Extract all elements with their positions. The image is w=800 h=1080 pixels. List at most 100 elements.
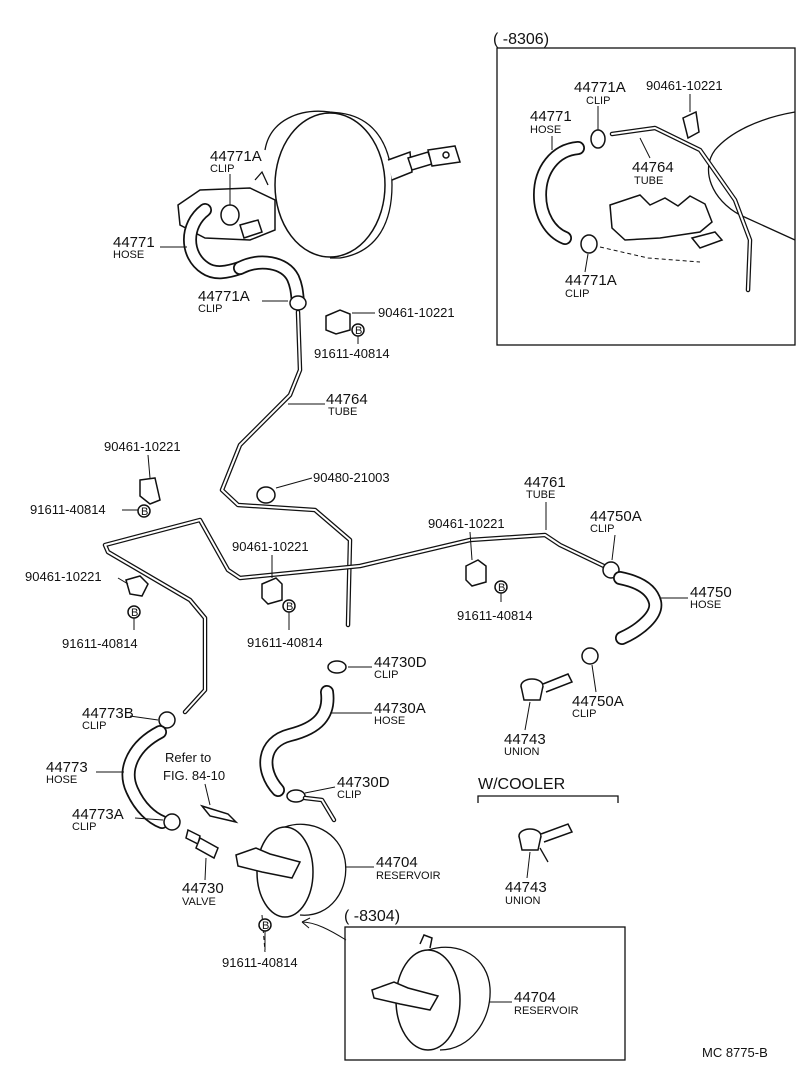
hose-44730a-num: 44730A	[374, 700, 426, 717]
svg-text:B: B	[131, 607, 138, 619]
bolt-marker-mid-center: B	[282, 599, 296, 613]
fitting-refer	[199, 804, 239, 824]
inset-44771-num: 44771	[530, 108, 572, 125]
bolt-marker-mid-right: B	[494, 580, 508, 594]
booster-rear-face	[274, 112, 386, 258]
union-44743-num: 44743	[504, 731, 546, 748]
inset-44771-sub: HOSE	[530, 124, 561, 136]
clip-44773a-sub: CLIP	[72, 821, 96, 833]
refer-to-line1: Refer to	[165, 750, 211, 765]
bolt-marker-bottom: B	[258, 918, 272, 932]
clip-44773b-sub: CLIP	[82, 720, 106, 732]
mid-91611-right-label: 91611-40814	[457, 608, 533, 623]
booster-44771-num: 44771	[113, 234, 155, 251]
clip-44730d-top	[327, 660, 347, 674]
lower-91611-label: 91611-40814	[62, 636, 138, 651]
union-44743-sub: UNION	[504, 746, 540, 758]
inset-44704-num: 44704	[514, 989, 556, 1006]
hose-44773-sub: HOSE	[46, 774, 77, 786]
inset-44771a-top-sub: CLIP	[586, 95, 610, 107]
tube-44761-sub: TUBE	[526, 489, 555, 501]
booster-clip-44771a	[220, 204, 240, 226]
clip-44773a	[163, 813, 181, 831]
clip-44730d-top-sub: CLIP	[374, 669, 398, 681]
wcooler-label: W/COOLER	[478, 776, 565, 793]
union-44743	[520, 673, 574, 701]
svg-text:B: B	[262, 920, 269, 932]
reservoir-44704	[235, 823, 347, 953]
wcooler-bracket-line	[477, 795, 619, 803]
inset-frame-top	[496, 47, 796, 346]
inset-44771a-bot-sub: CLIP	[565, 288, 589, 300]
svg-text:B: B	[498, 582, 505, 594]
booster-44771a-sub: CLIP	[210, 163, 234, 175]
bracket-90461-mid-center	[261, 577, 283, 605]
svg-text:B: B	[141, 506, 148, 518]
inset-44771a-bot-num: 44771A	[565, 272, 617, 289]
inset-44764-sub: TUBE	[634, 175, 663, 187]
bracket-90461-left	[139, 477, 161, 505]
left-91611-label: 91611-40814	[30, 502, 106, 517]
inset-44771a-top-num: 44771A	[574, 79, 626, 96]
mid-90461-center-label: 90461-10221	[232, 539, 309, 554]
lower-90461-label: 90461-10221	[25, 569, 102, 584]
brake-booster	[177, 110, 461, 280]
tube-44761-num: 44761	[524, 474, 566, 491]
reservoir-nipple-tube	[302, 795, 337, 823]
main-90461-a: 90461-10221	[378, 305, 455, 320]
inset-44764-num: 44764	[632, 159, 674, 176]
valve-44730-sub: VALVE	[182, 896, 216, 908]
refer-to-line2: FIG. 84-10	[163, 768, 225, 783]
inset-8306: ( -8306) 44771A CLIP 90461-10221 44771 H…	[493, 31, 796, 346]
inset-fitting	[690, 231, 724, 249]
bolt-91611-bottom: 91611-40814	[222, 955, 298, 970]
main-91611-a: 91611-40814	[314, 346, 390, 361]
main-44764-num: 44764	[326, 391, 368, 408]
union-44743-cooler-sub: UNION	[505, 895, 541, 907]
booster-pushrod-boot	[387, 150, 413, 181]
bracket-90461-lower	[125, 575, 149, 597]
bracket-90461-top	[325, 309, 351, 335]
grommet-90480-label: 90480-21003	[313, 470, 390, 485]
clip-44750a-top-num: 44750A	[590, 508, 642, 525]
inset-bracket-90461	[682, 110, 700, 140]
hose-44750-sub: HOSE	[690, 599, 721, 611]
bolt-marker-lower: B	[127, 605, 141, 619]
hose-44773-num: 44773	[46, 759, 88, 776]
inset-bottom-range: ( -8304)	[344, 908, 400, 925]
grommet-90480	[256, 486, 276, 504]
clip-44730d-bottom	[286, 789, 306, 803]
clip-44773b	[158, 711, 176, 729]
clip-44730d-bot-num: 44730D	[337, 774, 390, 791]
reservoir-44704-sub: RESERVOIR	[376, 870, 441, 882]
inset-top-range: ( -8306)	[493, 31, 549, 48]
inset-44704-sub: RESERVOIR	[514, 1005, 579, 1017]
clip-44730d-top-num: 44730D	[374, 654, 427, 671]
clip-44750a-bot-sub: CLIP	[572, 708, 596, 720]
hose-44750-num: 44750	[690, 584, 732, 601]
clip-44773b-num: 44773B	[82, 705, 134, 722]
bolt-marker-top: B	[351, 323, 365, 337]
reservoir-bracket	[235, 847, 302, 879]
inset-clip-44771a-top	[590, 129, 606, 149]
valve-44730-num: 44730	[182, 880, 224, 897]
hose-44730a-sub: HOSE	[374, 715, 405, 727]
clip-44750a-bot-num: 44750A	[572, 693, 624, 710]
booster-44771-sub: HOSE	[113, 249, 144, 261]
svg-text:B: B	[355, 325, 362, 337]
clip-44730d-bot-sub: CLIP	[337, 789, 361, 801]
union-44743-cooler	[518, 823, 574, 863]
inset-reservoir-44704	[371, 934, 491, 1051]
booster-44771a-num: 44771A	[210, 148, 262, 165]
inset-clip-44771a-bottom	[580, 234, 598, 254]
svg-text:B: B	[286, 601, 293, 613]
clip-44750a-bottom	[581, 647, 599, 665]
reservoir-44704-num: 44704	[376, 854, 418, 871]
valve-44730	[185, 828, 219, 860]
main-44764-sub: TUBE	[328, 406, 357, 418]
bolt-marker-left: B	[137, 504, 151, 518]
inset-booster-outline	[707, 111, 796, 241]
union-44743-cooler-num: 44743	[505, 879, 547, 896]
